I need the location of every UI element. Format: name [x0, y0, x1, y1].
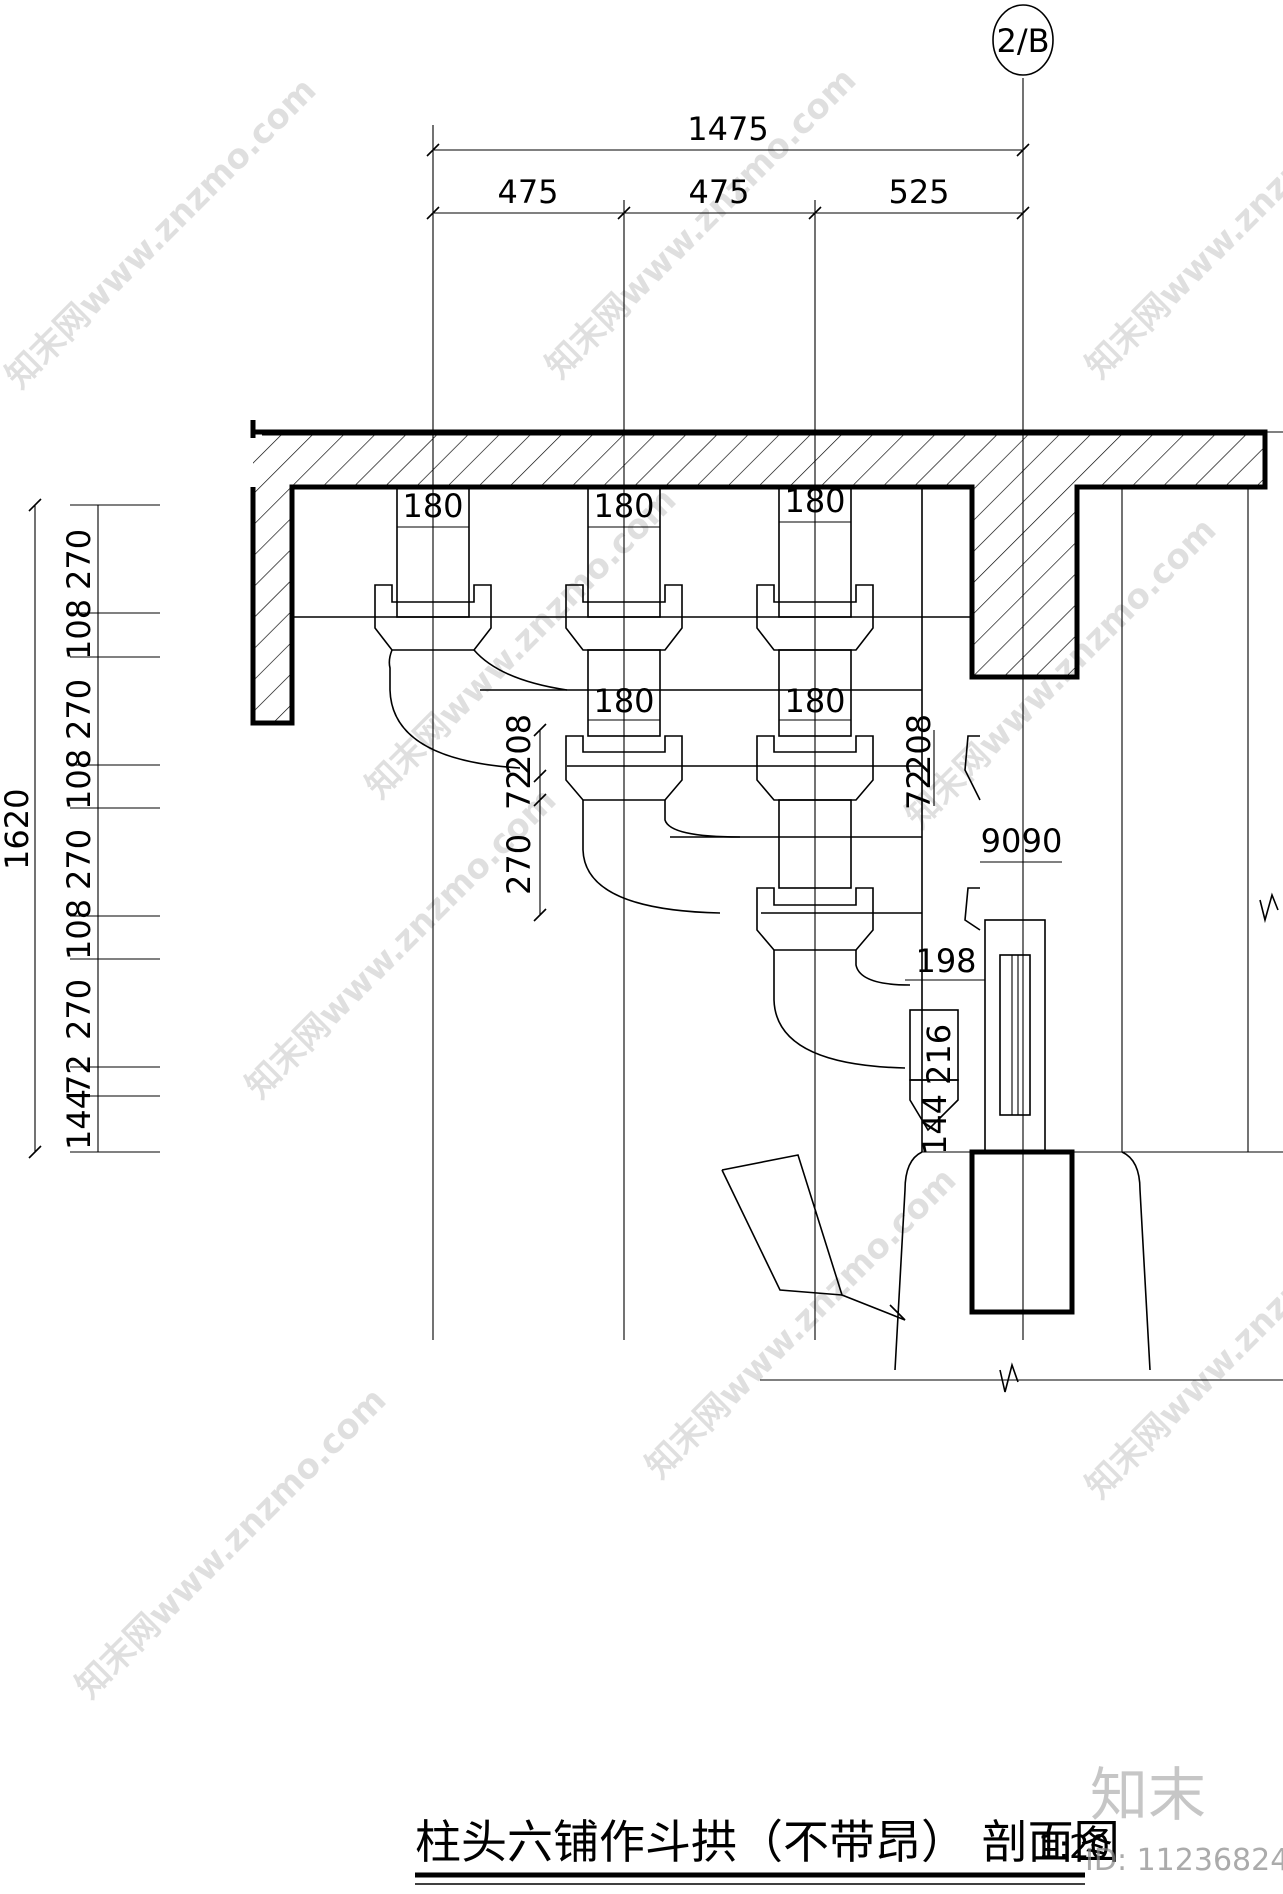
dim-270: 270: [500, 834, 538, 895]
dim-left-0: 270: [60, 529, 98, 590]
dim-72: 72: [900, 769, 938, 810]
title-block: 柱头六铺作斗拱（不带昂） 剖面图 1:20: [415, 1815, 1120, 1885]
chain-ticks: [70, 504, 160, 1153]
dim-208: 208: [900, 714, 938, 775]
dim-tick: [426, 143, 440, 157]
bracket-piece: [964, 887, 981, 931]
watermark-layer: 知末网www.znzmo.com 知末网www.znzmo.com 知末网www…: [0, 60, 1283, 1706]
bracket-set-2: 180 180: [565, 486, 741, 914]
bracket-set-3: 180 180: [756, 482, 911, 1069]
dim-180: 180: [593, 487, 654, 525]
axis-bubble: 2/B: [992, 4, 1054, 76]
column-left-edge: [894, 1151, 923, 1371]
gong-curve: [388, 649, 521, 769]
dim-seg3: 525: [888, 173, 949, 211]
column-right-edge: [1121, 1151, 1151, 1371]
dim-left-7: 72: [60, 1054, 98, 1095]
dim-tick: [1016, 206, 1030, 220]
dou-block: [756, 735, 874, 801]
dou-block: [565, 584, 683, 651]
inner-dims-left: 208 72 270 208 72 90 90 198 216 144: [500, 714, 1062, 1155]
dim-180: 180: [784, 482, 845, 520]
watermark-text: 知末网www.znzmo.com: [238, 780, 564, 1106]
dim-208: 208: [500, 714, 538, 775]
gong-curve: [855, 950, 911, 986]
dou-block: [756, 887, 874, 951]
dim-90b: 90: [1022, 822, 1063, 860]
column: [721, 487, 1283, 1393]
post-upper: [587, 486, 661, 618]
dim-144: 144: [916, 1094, 954, 1155]
dou-block: [565, 735, 683, 801]
dim-overall: 1475: [687, 110, 768, 148]
bracket-piece: [964, 735, 981, 801]
post-lower: [778, 799, 852, 889]
dou-block: [756, 584, 874, 651]
top-dimensions: 1475 475 475 525: [426, 110, 1030, 220]
dim-90a: 90: [981, 822, 1022, 860]
post-upper: [396, 486, 470, 618]
dim-tick: [533, 723, 547, 737]
dim-72: 72: [500, 769, 538, 810]
dim-left-6: 270: [60, 979, 98, 1040]
brand-watermark: 知末 ID: 1123682481: [1085, 1761, 1283, 1878]
column-head-block: [969, 1149, 1075, 1315]
dim-180: 180: [784, 682, 845, 720]
dim-left-5: 108: [60, 899, 98, 960]
bracket-set-1: 180: [374, 486, 568, 769]
dim-seg1: 475: [497, 173, 558, 211]
dim-total: 1620: [0, 789, 36, 870]
gong-curve: [664, 800, 741, 838]
post-upper: [778, 486, 852, 618]
dim-tick: [28, 498, 42, 512]
dim-left-1: 108: [60, 599, 98, 660]
watermark-text: 知末网www.znzmo.com: [1078, 1180, 1283, 1506]
column-tenon-inner: [999, 954, 1031, 1116]
watermark-text: 知末网www.znzmo.com: [638, 1160, 964, 1486]
dim-180: 180: [402, 487, 463, 525]
gong-curve: [773, 950, 906, 1069]
dim-216: 216: [920, 1024, 958, 1085]
axis-label: 2/B: [996, 22, 1049, 60]
dou-block: [374, 584, 492, 651]
brand-id: ID: 1123682481: [1085, 1843, 1283, 1878]
dim-tick: [28, 1145, 42, 1159]
post-mid: [778, 649, 852, 737]
post-mid: [587, 649, 661, 737]
beam-end-piece-2: [721, 1169, 843, 1296]
watermark-text: 知末网www.znzmo.com: [1078, 60, 1283, 386]
dim-tick: [533, 793, 547, 807]
dim-seg2: 475: [688, 173, 749, 211]
dim-left-2: 270: [60, 679, 98, 740]
drawing-title: 柱头六铺作斗拱（不带昂） 剖面图: [415, 1815, 1120, 1869]
left-dimensions: 1620 270 108 270 108 270 108 270 72 144: [0, 498, 160, 1159]
dim-180: 180: [593, 682, 654, 720]
gong-curve: [473, 649, 568, 691]
dim-tick: [808, 206, 822, 220]
slab-hatch: [253, 432, 1265, 723]
dim-tick: [426, 206, 440, 220]
break-mark: [999, 1362, 1019, 1393]
watermark-text: 知末网www.znzmo.com: [0, 70, 324, 396]
dim-tick: [617, 206, 631, 220]
dim-left-8: 144: [60, 1089, 98, 1150]
axis-lines: [432, 78, 1024, 1340]
gong-curve: [582, 800, 721, 914]
slab-outline: [250, 429, 1268, 726]
dim-left-3: 108: [60, 749, 98, 810]
drawing-scale: 1:20: [1038, 1828, 1110, 1866]
axis-bubble-circle: [992, 4, 1054, 76]
dim-198: 198: [915, 942, 976, 980]
block-144: [909, 1079, 959, 1132]
dim-tick: [1016, 143, 1030, 157]
dim-left-4: 270: [60, 829, 98, 890]
dim-tick: [533, 908, 547, 922]
dim-tick: [533, 769, 547, 783]
watermark-text: 知末网www.znzmo.com: [68, 1380, 394, 1706]
brand-logo: 知末: [1090, 1761, 1206, 1829]
break-mark: [1259, 892, 1279, 924]
beam-slab: [250, 420, 1283, 726]
